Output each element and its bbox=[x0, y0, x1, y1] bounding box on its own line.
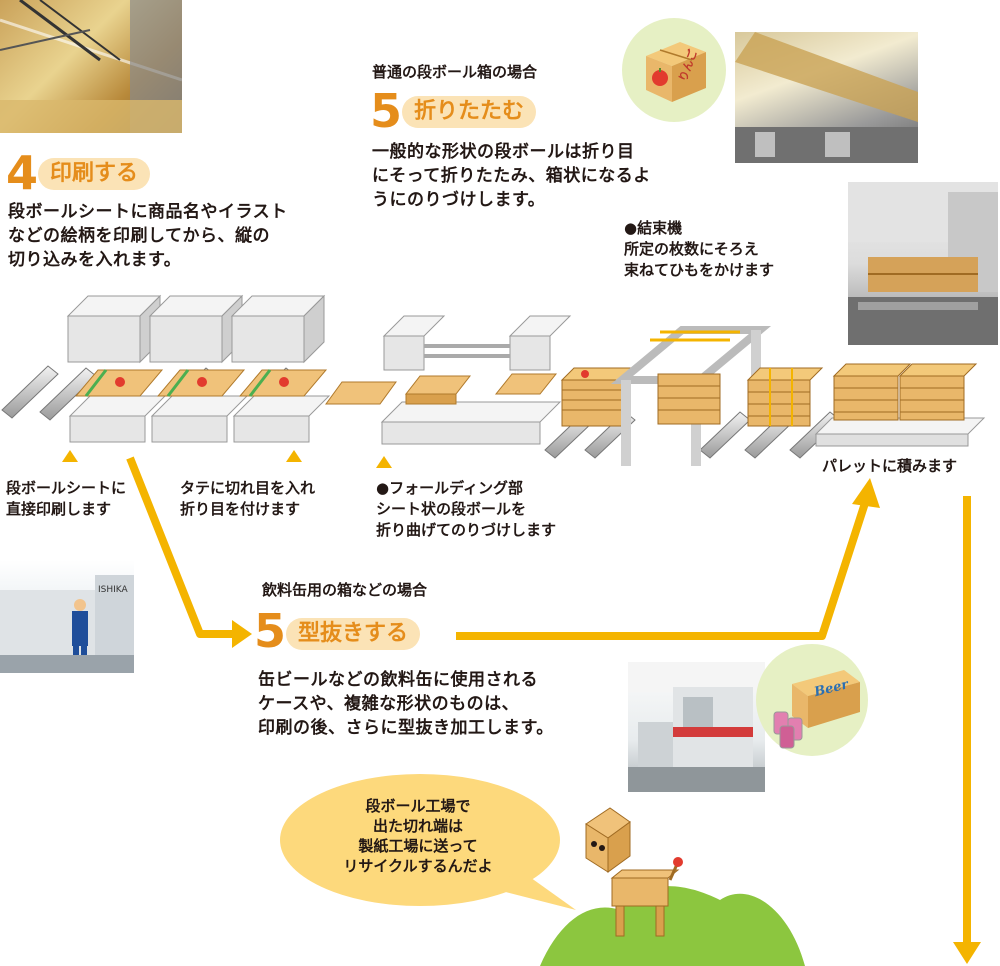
step5a-description: 一般的な形状の段ボールは折り目 にそって折りたたみ、箱状になるよ うにのりづけし… bbox=[372, 140, 712, 212]
bubble-line: 製紙工場に送って bbox=[358, 837, 478, 855]
cardboard-dog-mascot bbox=[585, 807, 683, 937]
label-line: 折り曲げてのりづけします bbox=[376, 521, 557, 539]
step5b-description: 缶ビールなどの飲料缶に使用される ケースや、複雑な形状のものは、 印刷の後、さら… bbox=[258, 668, 618, 740]
photo-printing-roller bbox=[0, 0, 182, 133]
printed-sheets bbox=[74, 369, 397, 405]
step5b-desc-line: 印刷の後、さらに型抜き加工します。 bbox=[258, 718, 554, 738]
step5a-caption: 普通の段ボール箱の場合 bbox=[372, 63, 538, 81]
step5b-caption: 飲料缶用の箱などの場合 bbox=[262, 581, 428, 599]
arrow-head bbox=[852, 478, 880, 508]
bundler-label: ●結束機 所定の枚数にそろえ 束ねてひもをかけます bbox=[624, 218, 844, 281]
step5a-number: 5 bbox=[370, 84, 403, 138]
mascot-scene bbox=[540, 807, 805, 966]
slitting-unit bbox=[230, 294, 331, 443]
machine-brand-text: ISHIKA bbox=[98, 585, 129, 595]
arrow-to-die-cut bbox=[126, 456, 232, 638]
step5a-desc-line: にそって折りたたみ、箱状になるよ bbox=[372, 166, 651, 186]
photo-bundler bbox=[848, 182, 998, 345]
label-direct-print: 段ボールシートに 直接印刷します bbox=[6, 478, 176, 520]
apple-icon bbox=[652, 70, 668, 86]
photo-die-cutting-machine bbox=[628, 662, 765, 792]
step5a-desc-line: うにのりづけします。 bbox=[372, 190, 546, 210]
can-icon bbox=[779, 725, 795, 749]
bubble-line: リサイクルするんだよ bbox=[343, 857, 493, 875]
label-line: ●フォールディング部 bbox=[376, 479, 524, 497]
label-slit: タテに切れ目を入れ 折り目を付けます bbox=[180, 478, 370, 520]
label-folding: ●フォールディング部 シート状の段ボールを 折り曲げてのりづけします bbox=[376, 478, 626, 541]
arrow-to-pallet bbox=[456, 498, 870, 640]
label-line: タテに切れ目を入れ bbox=[180, 479, 316, 497]
label-line: 段ボールシートに bbox=[6, 479, 127, 497]
step4-desc-line: 切り込みを入れます。 bbox=[8, 250, 182, 270]
step5b-title: 型抜きする bbox=[286, 618, 421, 650]
production-line-illustration bbox=[1, 294, 986, 468]
arrow-head bbox=[232, 620, 252, 648]
bundler-label-line: 束ねてひもをかけます bbox=[624, 261, 775, 279]
eye-icon bbox=[591, 841, 597, 847]
speech-bubble bbox=[280, 774, 576, 910]
step4-desc-line: 段ボールシートに商品名やイラスト bbox=[8, 202, 288, 222]
eye-icon bbox=[599, 845, 605, 851]
step5b-number: 5 bbox=[254, 604, 287, 658]
bubble-line: 出た切れ端は bbox=[372, 817, 463, 835]
label-line: シート状の段ボールを bbox=[376, 500, 527, 518]
label-pallet: パレットに積みます bbox=[822, 457, 958, 475]
bundler-label-line: ●結束機 bbox=[624, 219, 683, 237]
stack-1 bbox=[560, 367, 638, 427]
label-line: 折り目を付けます bbox=[180, 500, 301, 518]
step4-description: 段ボールシートに商品名やイラスト などの絵柄を印刷してから、縦の 切り込みを入れ… bbox=[8, 200, 348, 272]
step4-title: 印刷する bbox=[38, 158, 151, 190]
step5b-desc-line: ケースや、複雑な形状のものは、 bbox=[258, 694, 520, 714]
pointer-triangle bbox=[62, 450, 78, 462]
bundler-machine bbox=[610, 326, 772, 466]
photo-printing-machine-worker: ISHIKA bbox=[0, 560, 134, 673]
green-hill bbox=[540, 886, 805, 966]
step5a-desc-line: 一般的な形状の段ボールは折り目 bbox=[372, 142, 635, 162]
step5a-title: 折りたたむ bbox=[402, 96, 537, 128]
step5b-desc-line: 缶ビールなどの飲料缶に使用される bbox=[258, 670, 538, 690]
bubble-text: 段ボール工場で 出た切れ端は 製紙工場に送って リサイクルするんだよ bbox=[308, 796, 528, 876]
photo-folding-machine bbox=[735, 32, 918, 163]
bundler-label-line: 所定の枚数にそろえ bbox=[624, 240, 759, 258]
pointer-triangle bbox=[286, 450, 302, 462]
bubble-line: 段ボール工場で bbox=[365, 797, 471, 815]
label-line: 直接印刷します bbox=[6, 500, 112, 518]
step4-desc-line: などの絵柄を印刷してから、縦の bbox=[8, 226, 270, 246]
step4-number: 4 bbox=[6, 146, 39, 200]
apple-box-illustration: りんご bbox=[620, 16, 728, 124]
arrow-head bbox=[953, 942, 981, 964]
pallet bbox=[814, 363, 986, 447]
folding-section bbox=[380, 315, 572, 445]
pointer-triangle bbox=[376, 456, 392, 468]
printing-unit-1 bbox=[66, 294, 167, 443]
beer-box-illustration: Beer bbox=[752, 640, 872, 760]
stack-2 bbox=[746, 367, 824, 427]
